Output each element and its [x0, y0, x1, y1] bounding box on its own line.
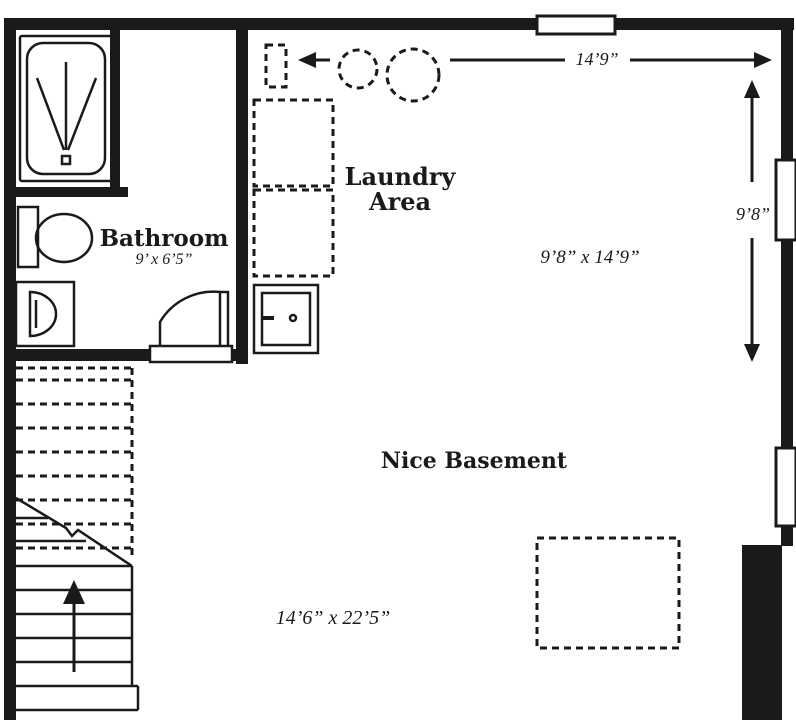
dimension-arrow-icon [298, 52, 772, 68]
laundry-depth-dimension: 9’8” [736, 204, 770, 224]
toilet-icon [16, 205, 94, 269]
laundry-width-dimension: 14’9” [575, 49, 618, 69]
bathroom-wall-bottom-left [14, 349, 154, 361]
bathroom-name: Bathroom [100, 225, 229, 252]
bathroom-wall-right [236, 28, 248, 364]
window-top [535, 14, 617, 36]
wall-right-lower-block [742, 545, 782, 720]
wall-top [4, 18, 794, 30]
sink-icon [14, 280, 76, 348]
wall-right [781, 18, 793, 546]
utility-sink-icon [252, 283, 320, 355]
wall-left [4, 18, 16, 720]
bathtub-icon [18, 34, 114, 183]
laundry-area-size: 9’8” x 14’9” [540, 247, 639, 268]
arrow-up-icon [63, 580, 85, 672]
window-right-lower [774, 446, 796, 528]
basement-size: 14’6” x 22’5” [276, 607, 390, 629]
stairs-upper [16, 366, 134, 560]
tub-wall [110, 28, 120, 196]
dashed-furniture [535, 536, 681, 650]
bathroom-size: 9’ x 6’5” [136, 251, 193, 268]
dimension-arrow-vertical-icon [744, 80, 760, 362]
basement-name: Nice Basement [381, 448, 568, 474]
laundry-label-line1: Laundry [345, 162, 457, 191]
laundry-label-line2: Area [368, 187, 431, 216]
laundry-appliances [252, 43, 441, 278]
stairs-lower [15, 496, 140, 712]
tub-partition [16, 187, 128, 197]
window-right-upper [774, 158, 796, 242]
door-swing-icon [148, 290, 234, 364]
